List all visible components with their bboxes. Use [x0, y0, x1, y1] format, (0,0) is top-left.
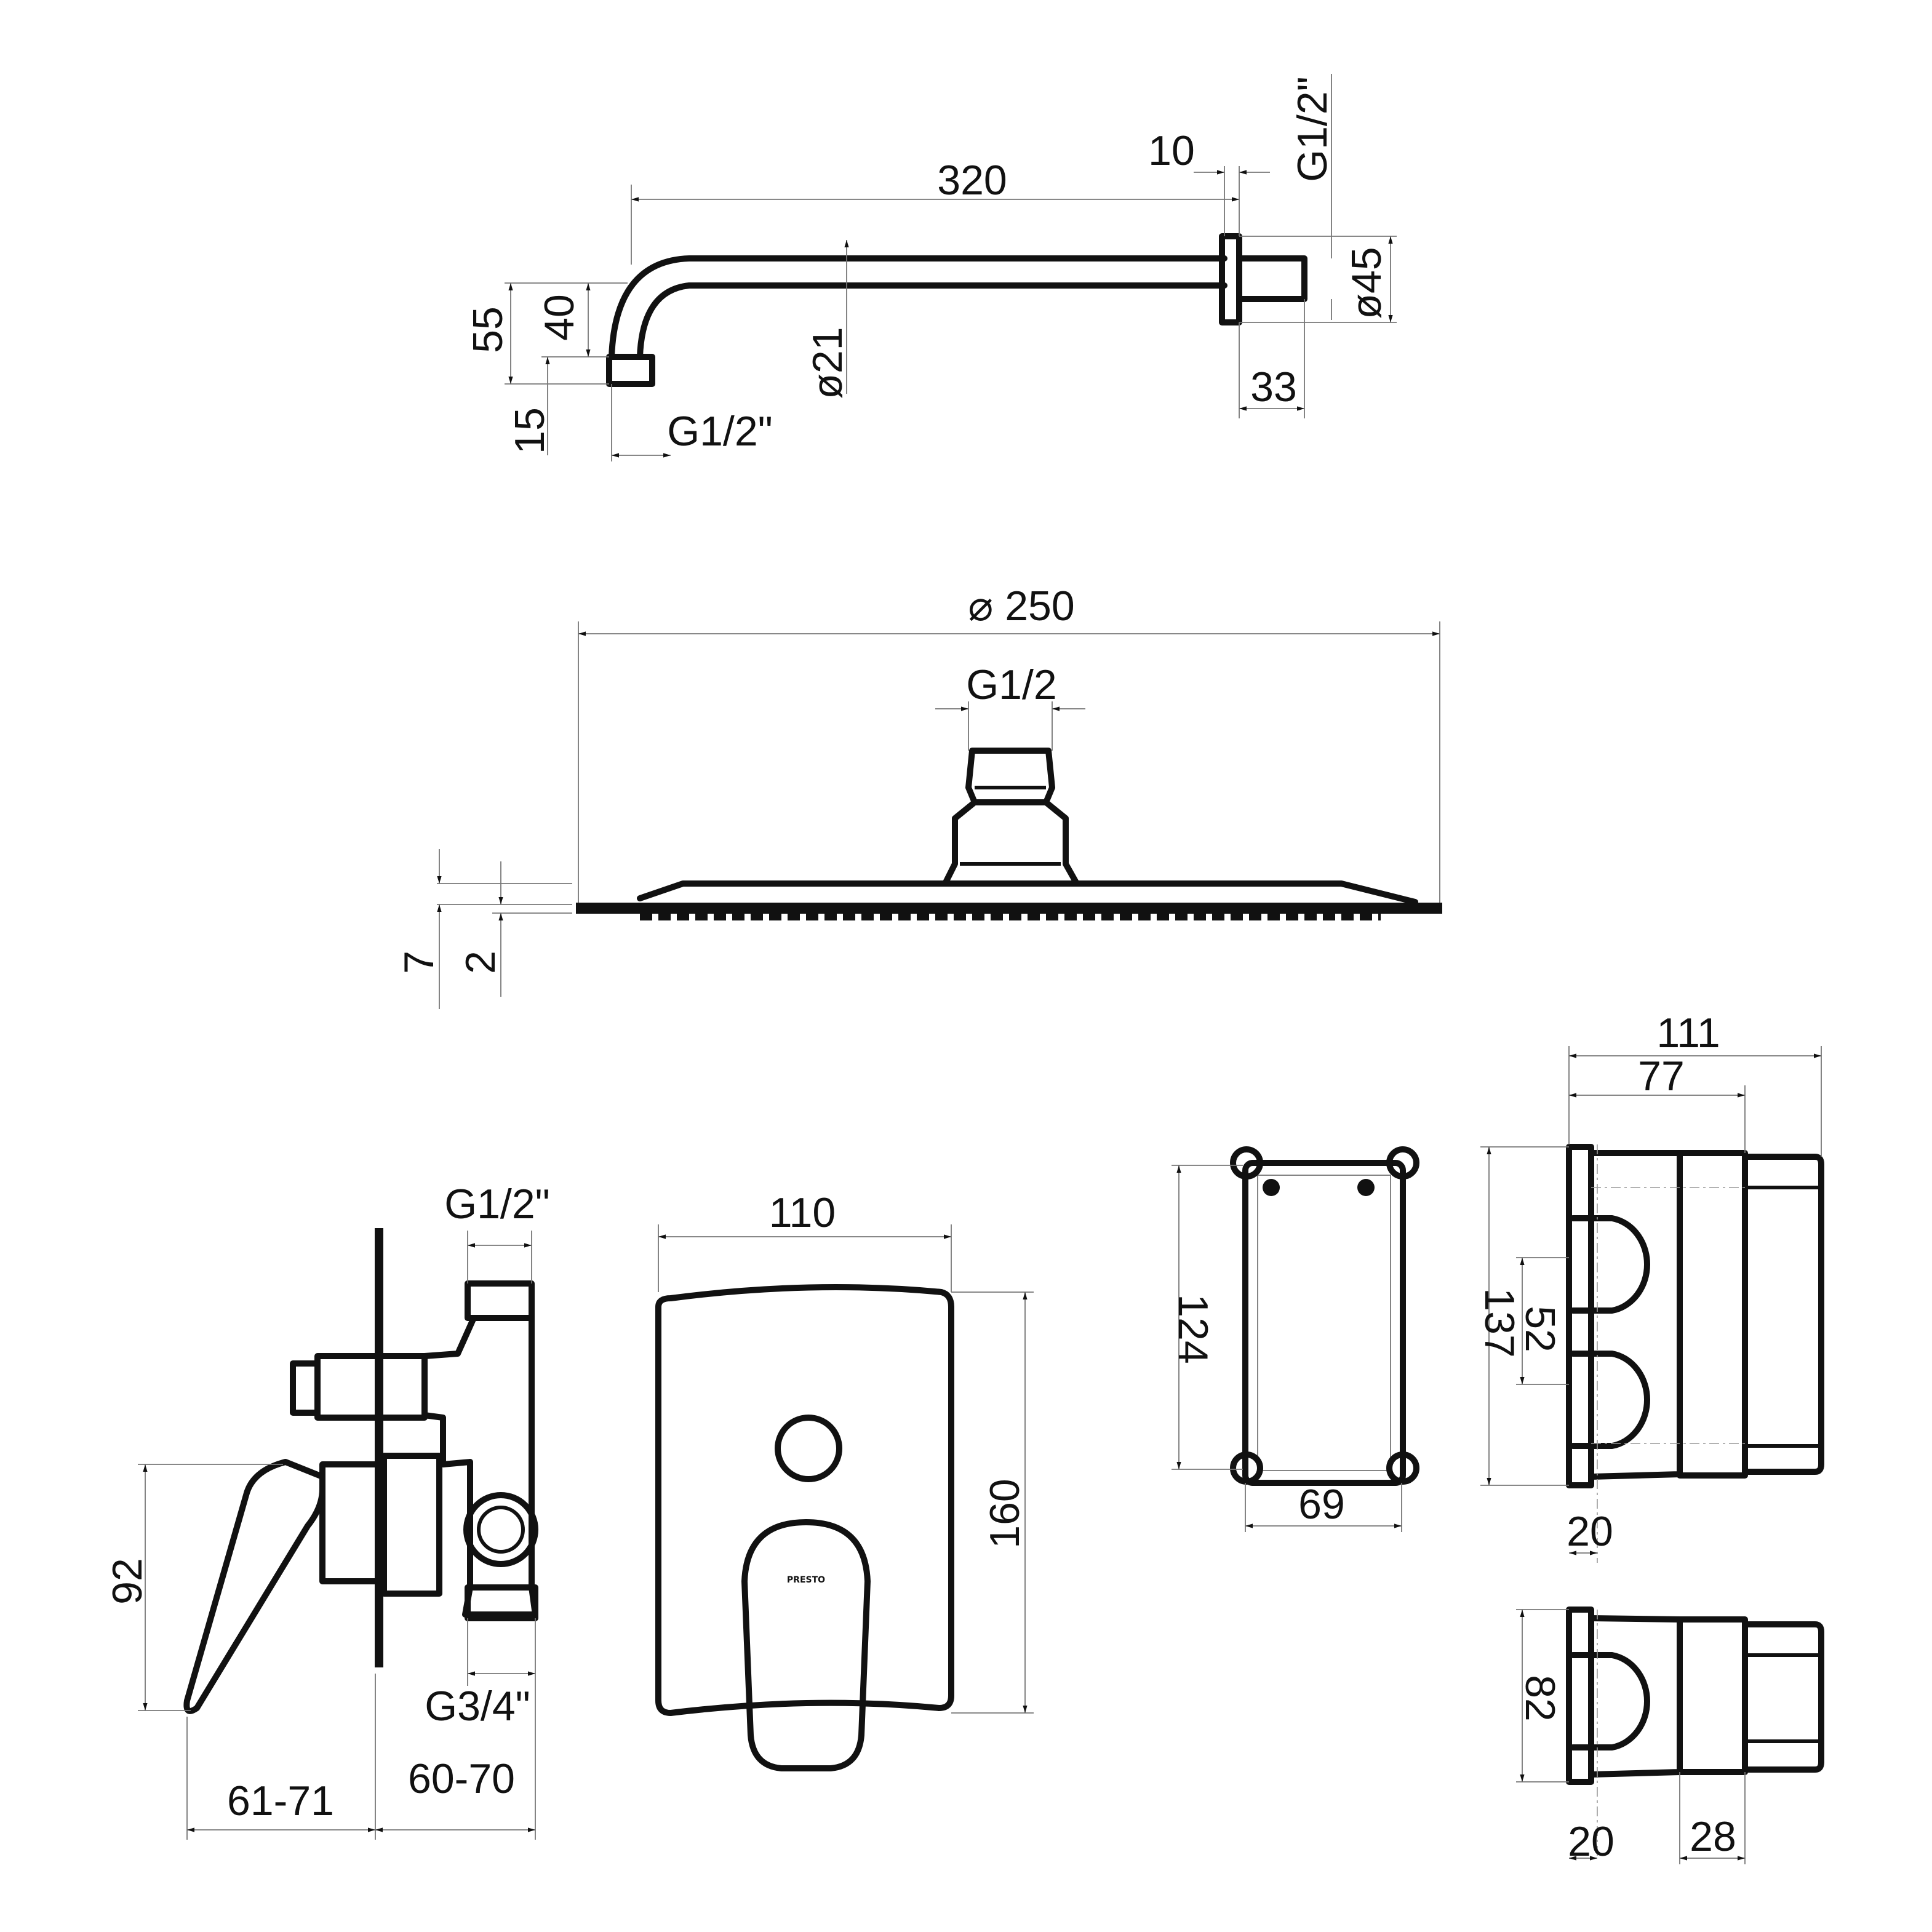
box-front-drawing: 124 69	[1170, 1146, 1419, 1532]
top-thread-label: G1/2"	[444, 1181, 550, 1227]
lever-projection-label: 61-71	[227, 1778, 334, 1824]
extension-depth-label: 28	[1690, 1813, 1736, 1860]
shower-arm-drawing: 320 10 G1/2" ø45 33 ø21 55 40 15 G1/2"	[465, 74, 1397, 461]
head-diameter-value: 250	[1005, 583, 1074, 629]
body-depth-label: 77	[1638, 1053, 1685, 1100]
presto-logo: PRESTO	[787, 1575, 825, 1585]
shower-head-drawing: ⌀ 250 G1/2 7 2	[396, 583, 1442, 1009]
total-thickness-label: 7	[396, 951, 442, 974]
port-spacing-label: 52	[1517, 1306, 1563, 1352]
flange-depth-label: 20	[1567, 1508, 1613, 1555]
diameter-symbol: ⌀	[968, 583, 993, 629]
total-depth-label: 111	[1656, 1010, 1720, 1056]
arm-length-label: 320	[937, 157, 1007, 204]
flange-diameter-label: ø45	[1343, 247, 1390, 319]
front-height-label: 160	[981, 1479, 1028, 1548]
box-front-width-label: 69	[1298, 1481, 1345, 1528]
flange-offset-label: 10	[1148, 127, 1195, 174]
front-width-label: 110	[769, 1189, 836, 1236]
elbow-drop-label: 40	[536, 294, 583, 341]
mixer-side-drawing: G1/2" 92 G3/4" 61-71 60-70	[104, 1181, 550, 1840]
install-depth-label: 60-70	[408, 1755, 515, 1802]
box-height-label: 137	[1476, 1288, 1523, 1357]
box-side-large-drawing: 111 77 137 52 20	[1476, 1010, 1824, 1563]
total-drop-label: 55	[465, 306, 511, 353]
small-flange-depth-label: 20	[1568, 1818, 1615, 1865]
box-side-small-drawing: 82 20 28	[1516, 1607, 1824, 1865]
tube-diameter-label: ø21	[804, 327, 851, 399]
wall-thread-label: G1/2"	[1289, 76, 1336, 182]
outlet-height-label: 15	[506, 407, 553, 454]
bottom-thread-label: G3/4"	[425, 1683, 530, 1730]
mixer-front-drawing: PRESTO 110 160	[655, 1189, 1034, 1771]
lever-height-label: 92	[104, 1558, 151, 1605]
small-box-height-label: 82	[1517, 1675, 1563, 1722]
outlet-thread-label: G1/2"	[667, 408, 773, 455]
box-front-height-label: 124	[1170, 1294, 1216, 1363]
nipple-length-label: 33	[1250, 364, 1297, 410]
head-diameter-label: ⌀ 250	[968, 583, 1074, 629]
head-thread-label: G1/2	[966, 661, 1056, 708]
plate-thickness-label: 2	[457, 951, 504, 974]
